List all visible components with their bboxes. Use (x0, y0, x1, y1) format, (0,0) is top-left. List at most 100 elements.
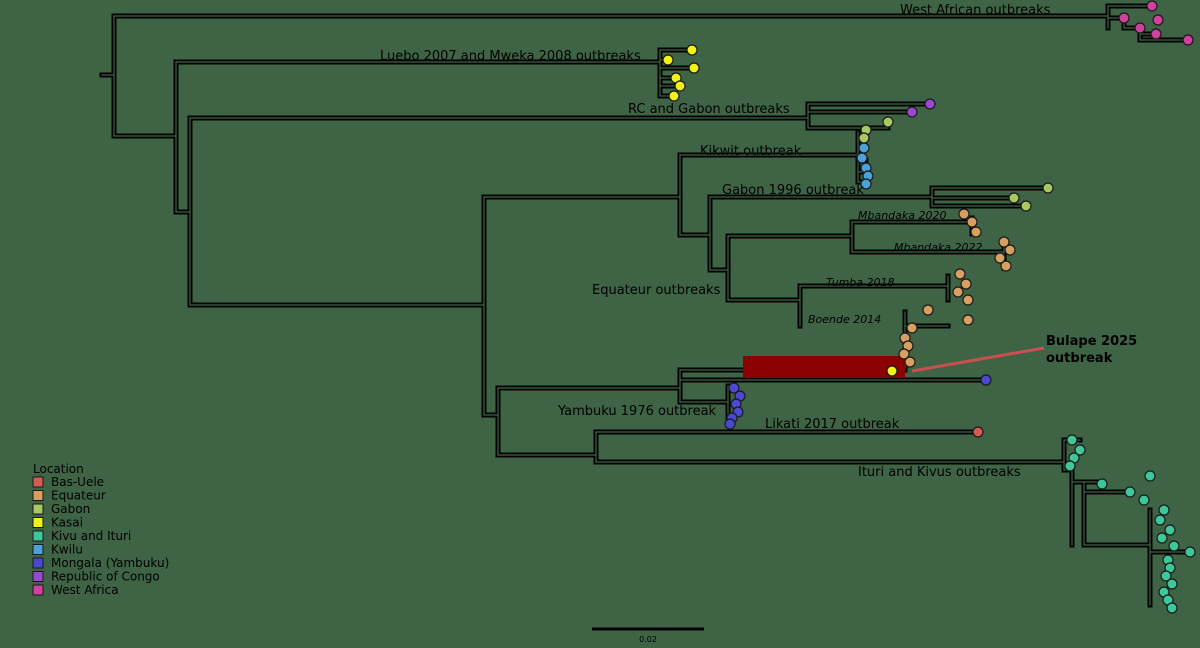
tip-equateur-1 (966, 216, 978, 228)
tip-kivu-and-ituri-6 (1138, 494, 1150, 506)
tip-equateur-3 (998, 236, 1010, 248)
scale-bar: 0.02 (592, 627, 704, 644)
tip-kivu-and-ituri-9 (1154, 514, 1166, 526)
tip-gabon-3 (1042, 182, 1054, 194)
tip-west-africa-3 (1134, 22, 1146, 34)
legend-label-7: Republic of Congo (51, 570, 160, 584)
tip-equateur-8 (960, 278, 972, 290)
sub-label-mbandaka-2020: Mbandaka 2020 (858, 209, 947, 222)
tip-equateur-13 (906, 322, 918, 334)
bulape-highlight (743, 346, 1045, 378)
clade-label-luebo-mweka: Luebo 2007 and Mweka 2008 outbreaks (380, 49, 641, 64)
tip-equateur-2 (970, 226, 982, 238)
clade-label-yambuku: Yambuku 1976 outbreak (557, 404, 717, 419)
callout-arrow (911, 346, 1045, 373)
clade-label-likati: Likati 2017 outbreak (765, 417, 900, 432)
clade-label-west-african: West African outbreaks (900, 3, 1051, 18)
tip-equateur-4 (1004, 244, 1016, 256)
legend-swatch-6 (32, 557, 44, 569)
tip-kasai-0 (686, 44, 698, 56)
tip-kivu-and-ituri-4 (1096, 478, 1108, 490)
tip-kasai-2 (688, 62, 700, 74)
tree-tips (662, 0, 1196, 614)
tip-kivu-and-ituri-20 (1166, 602, 1178, 614)
sub-label-boende-2014: Boende 2014 (808, 313, 881, 326)
tip-kasai-6 (886, 365, 898, 377)
tip-kasai-5 (668, 90, 680, 102)
tip-equateur-17 (904, 356, 916, 368)
tip-republic-of-congo-0 (924, 98, 936, 110)
tip-kivu-and-ituri-3 (1064, 460, 1076, 472)
legend-swatch-8 (32, 584, 44, 596)
clade-label-gabon-1996: Gabon 1996 outbreak (722, 183, 864, 198)
tip-kivu-and-ituri-11 (1156, 532, 1168, 544)
tip-mongala-yambuku--6 (724, 418, 736, 430)
tip-west-africa-0 (1146, 0, 1158, 12)
legend-label-5: Kwilu (51, 543, 83, 557)
tip-gabon-4 (1008, 192, 1020, 204)
tip-west-africa-1 (1150, 28, 1162, 40)
tip-kivu-and-ituri-17 (1166, 578, 1178, 590)
highlight-bar (743, 356, 905, 378)
callout-line-2: outbreak (1046, 351, 1113, 366)
legend-swatch-1 (32, 490, 44, 501)
clade-label-kikwit: Kikwit outbreak (700, 144, 802, 159)
tip-gabon-5 (1020, 200, 1032, 212)
tip-equateur-16 (898, 348, 910, 360)
legend-label-3: Kasai (51, 516, 83, 530)
legend-title: Location (33, 462, 84, 476)
legend-swatch-7 (32, 571, 44, 582)
tip-equateur-10 (962, 294, 974, 306)
legend-swatch-0 (32, 476, 44, 488)
legend-label-1: Equateur (51, 489, 106, 503)
tip-equateur-11 (922, 304, 934, 316)
tip-mongala-yambuku--0 (980, 374, 992, 386)
tip-equateur-7 (954, 268, 966, 280)
tip-mongala-yambuku--1 (728, 382, 740, 394)
tip-equateur-5 (994, 252, 1006, 264)
tip-kivu-and-ituri-10 (1164, 524, 1176, 536)
tip-gabon-0 (882, 116, 894, 128)
tip-republic-of-congo-1 (906, 106, 918, 118)
tip-kasai-1 (662, 54, 674, 66)
tip-west-africa-4 (1182, 34, 1194, 46)
sub-label-tumba-2018: Tumba 2018 (826, 276, 895, 289)
tip-kwilu-0 (858, 142, 870, 154)
legend-label-2: Gabon (51, 502, 90, 516)
clade-label-ituri-kivus: Ituri and Kivus outbreaks (858, 465, 1021, 480)
tip-kivu-and-ituri-0 (1066, 434, 1078, 446)
tip-west-africa-5 (1152, 14, 1164, 26)
clade-label-equateur: Equateur outbreaks (592, 283, 721, 298)
legend-swatch-5 (32, 544, 44, 555)
tip-equateur-12 (962, 314, 974, 326)
tip-kwilu-4 (860, 178, 872, 190)
tip-kwilu-1 (856, 152, 868, 164)
tip-kasai-4 (674, 80, 686, 92)
tip-equateur-6 (1000, 260, 1012, 272)
legend-label-8: West Africa (51, 583, 119, 597)
legend-label-4: Kivu and Ituri (51, 529, 131, 543)
legend: Location Bas-UeleEquateurGabonKasaiKivu … (32, 462, 169, 597)
tip-kivu-and-ituri-12 (1168, 540, 1180, 552)
tip-kivu-and-ituri-16 (1160, 570, 1172, 582)
sub-label-mbandaka-2022: Mbandaka 2022 (894, 241, 983, 254)
legend-swatch-3 (32, 517, 44, 528)
tip-equateur-0 (958, 208, 970, 220)
legend-swatch-4 (32, 530, 44, 542)
legend-swatch-2 (32, 503, 44, 515)
tip-kivu-and-ituri-7 (1144, 470, 1156, 482)
tip-bas-uele-0 (972, 426, 984, 438)
legend-label-0: Bas-Uele (51, 475, 104, 489)
callout-line-1: Bulape 2025 (1046, 334, 1137, 349)
tip-gabon-2 (858, 132, 870, 144)
tip-equateur-9 (952, 286, 964, 298)
tip-kivu-and-ituri-5 (1124, 486, 1136, 498)
tip-west-africa-2 (1118, 12, 1130, 24)
tip-kivu-and-ituri-1 (1074, 444, 1086, 456)
scale-bar-label: 0.02 (639, 635, 657, 644)
clade-label-rc-gabon: RC and Gabon outbreaks (628, 102, 790, 117)
tip-kivu-and-ituri-8 (1158, 504, 1170, 516)
tip-kivu-and-ituri-13 (1184, 546, 1196, 558)
